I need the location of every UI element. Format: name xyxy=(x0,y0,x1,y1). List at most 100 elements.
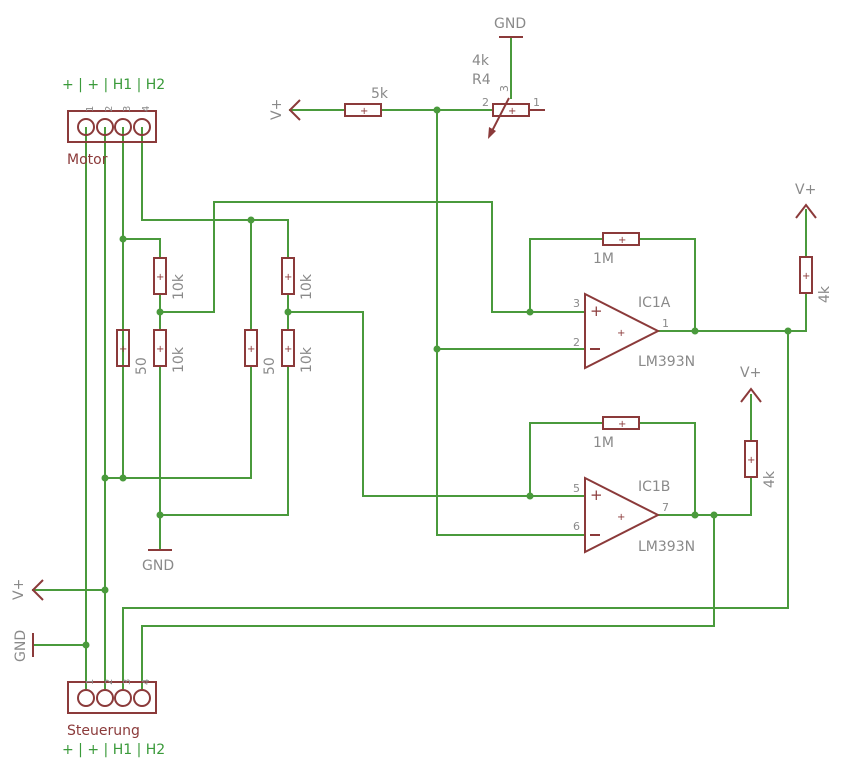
wire-ic1b-fb xyxy=(529,422,604,497)
junctions xyxy=(82,106,792,649)
junction xyxy=(284,308,292,316)
svg-text:+: + xyxy=(590,302,603,320)
motor-connector: 1 2 3 4 Motor + | + | H1 | H2 xyxy=(62,77,165,168)
wire-control-pin4 xyxy=(141,514,715,689)
resistor-10k-right-bottom: + 10k xyxy=(281,329,315,373)
svg-text:3: 3 xyxy=(498,85,511,92)
svg-text:+: + xyxy=(247,344,255,355)
vplus-symbol-top: V+ xyxy=(269,99,301,121)
svg-text:1M: 1M xyxy=(593,435,614,451)
svg-text:5: 5 xyxy=(573,482,580,495)
svg-text:V+: V+ xyxy=(269,99,285,120)
wire-pin3-10k-left xyxy=(122,238,161,259)
svg-text:V+: V+ xyxy=(795,182,816,198)
svg-text:GND: GND xyxy=(142,558,174,574)
resistor-10k-right-top: + 10k xyxy=(281,257,315,300)
svg-text:4k: 4k xyxy=(817,285,833,303)
vplus-symbol-left: V+ xyxy=(11,579,44,601)
svg-text:GND: GND xyxy=(494,16,526,32)
svg-text:1: 1 xyxy=(662,317,669,330)
wire-left-mid-to-ic1a xyxy=(159,201,531,313)
wires xyxy=(32,36,807,689)
ic1b-name: IC1B xyxy=(638,479,670,495)
junction xyxy=(710,511,718,519)
ic1a-name: IC1A xyxy=(638,295,671,311)
control-connector-body xyxy=(67,681,157,714)
svg-text:1: 1 xyxy=(533,96,540,109)
wire-ic1a-fb xyxy=(529,238,604,313)
junction xyxy=(101,474,109,482)
resistor-1m-b: + 1M xyxy=(593,416,640,451)
svg-text:4k: 4k xyxy=(762,470,778,488)
wire-right-mid-to-ic1b xyxy=(287,311,531,497)
control-pin-1: 1 xyxy=(85,679,96,685)
pot-value: 4k xyxy=(472,53,490,69)
svg-text:+: + xyxy=(618,235,626,246)
svg-text:+: + xyxy=(802,271,810,282)
resistor-1m-a: + 1M xyxy=(593,232,640,267)
gnd-symbol-top: GND xyxy=(494,16,526,38)
svg-text:V+: V+ xyxy=(11,579,27,600)
svg-text:+: + xyxy=(617,512,625,523)
svg-text:+: + xyxy=(508,106,516,117)
svg-text:+: + xyxy=(747,455,755,466)
svg-text:2: 2 xyxy=(482,96,489,109)
svg-text:1M: 1M xyxy=(593,251,614,267)
junction xyxy=(247,216,255,224)
junction xyxy=(433,345,441,353)
junction xyxy=(156,511,164,519)
motor-pin-4: 4 xyxy=(141,106,152,112)
motor-pin-1: 1 xyxy=(85,106,96,112)
junction xyxy=(119,235,127,243)
vplus-symbol-right-b: V+ xyxy=(740,365,762,403)
motor-connector-body xyxy=(67,110,157,143)
resistor-4k-pullup-b: + 4k xyxy=(744,440,778,488)
junction xyxy=(526,492,534,500)
svg-text:+: + xyxy=(156,344,164,355)
motor-label: Motor xyxy=(67,152,108,168)
junction xyxy=(691,327,699,335)
svg-text:+: + xyxy=(360,106,368,117)
vplus-symbol-right-a: V+ xyxy=(795,182,817,219)
opamp-ic1b: + + IC1B LM393N 5 6 7 xyxy=(573,476,695,555)
resistor-4k-pullup-a: + 4k xyxy=(799,256,833,303)
junction xyxy=(691,511,699,519)
svg-text:10k: 10k xyxy=(299,346,315,373)
svg-text:10k: 10k xyxy=(171,273,187,300)
svg-text:10k: 10k xyxy=(171,346,187,373)
svg-text:6: 6 xyxy=(573,520,580,533)
junction xyxy=(119,474,127,482)
svg-text:+: + xyxy=(284,272,292,283)
pot-name: R4 xyxy=(472,72,491,88)
motor-pin-3: 3 xyxy=(122,106,133,112)
control-pin-3: 3 xyxy=(122,679,133,685)
svg-text:GND: GND xyxy=(13,630,29,662)
wire-50-right-bottom xyxy=(104,365,252,479)
resistor-10k-left-bottom: + 10k xyxy=(153,329,187,373)
resistor-10k-left-top: + 10k xyxy=(153,257,187,300)
junction xyxy=(156,308,164,316)
resistor-5k: + 5k xyxy=(344,86,389,117)
wire-ic1b-fb-right xyxy=(638,422,696,516)
svg-text:5k: 5k xyxy=(371,86,389,102)
svg-text:3: 3 xyxy=(573,297,580,310)
ic1a-part: LM393N xyxy=(638,354,695,370)
svg-text:V+: V+ xyxy=(740,365,761,381)
control-label: Steuerung xyxy=(67,723,140,739)
wire-right-divider-bottom xyxy=(159,365,289,516)
svg-text:10k: 10k xyxy=(299,273,315,300)
resistor-50-right: + 50 xyxy=(244,329,278,375)
wire-ref-vertical xyxy=(436,109,586,536)
junction xyxy=(784,327,792,335)
control-connector: 1 2 3 4 Steuerung + | + | H1 | H2 xyxy=(62,679,165,758)
junction xyxy=(82,641,90,649)
motor-pin-legend: + | + | H1 | H2 xyxy=(62,77,165,93)
svg-text:+: + xyxy=(618,419,626,430)
junction xyxy=(433,106,441,114)
svg-text:+: + xyxy=(156,272,164,283)
control-pin-2: 2 xyxy=(104,679,115,685)
gnd-symbol-bottom: GND xyxy=(142,549,174,574)
svg-text:+: + xyxy=(284,344,292,355)
svg-text:+: + xyxy=(119,344,127,355)
